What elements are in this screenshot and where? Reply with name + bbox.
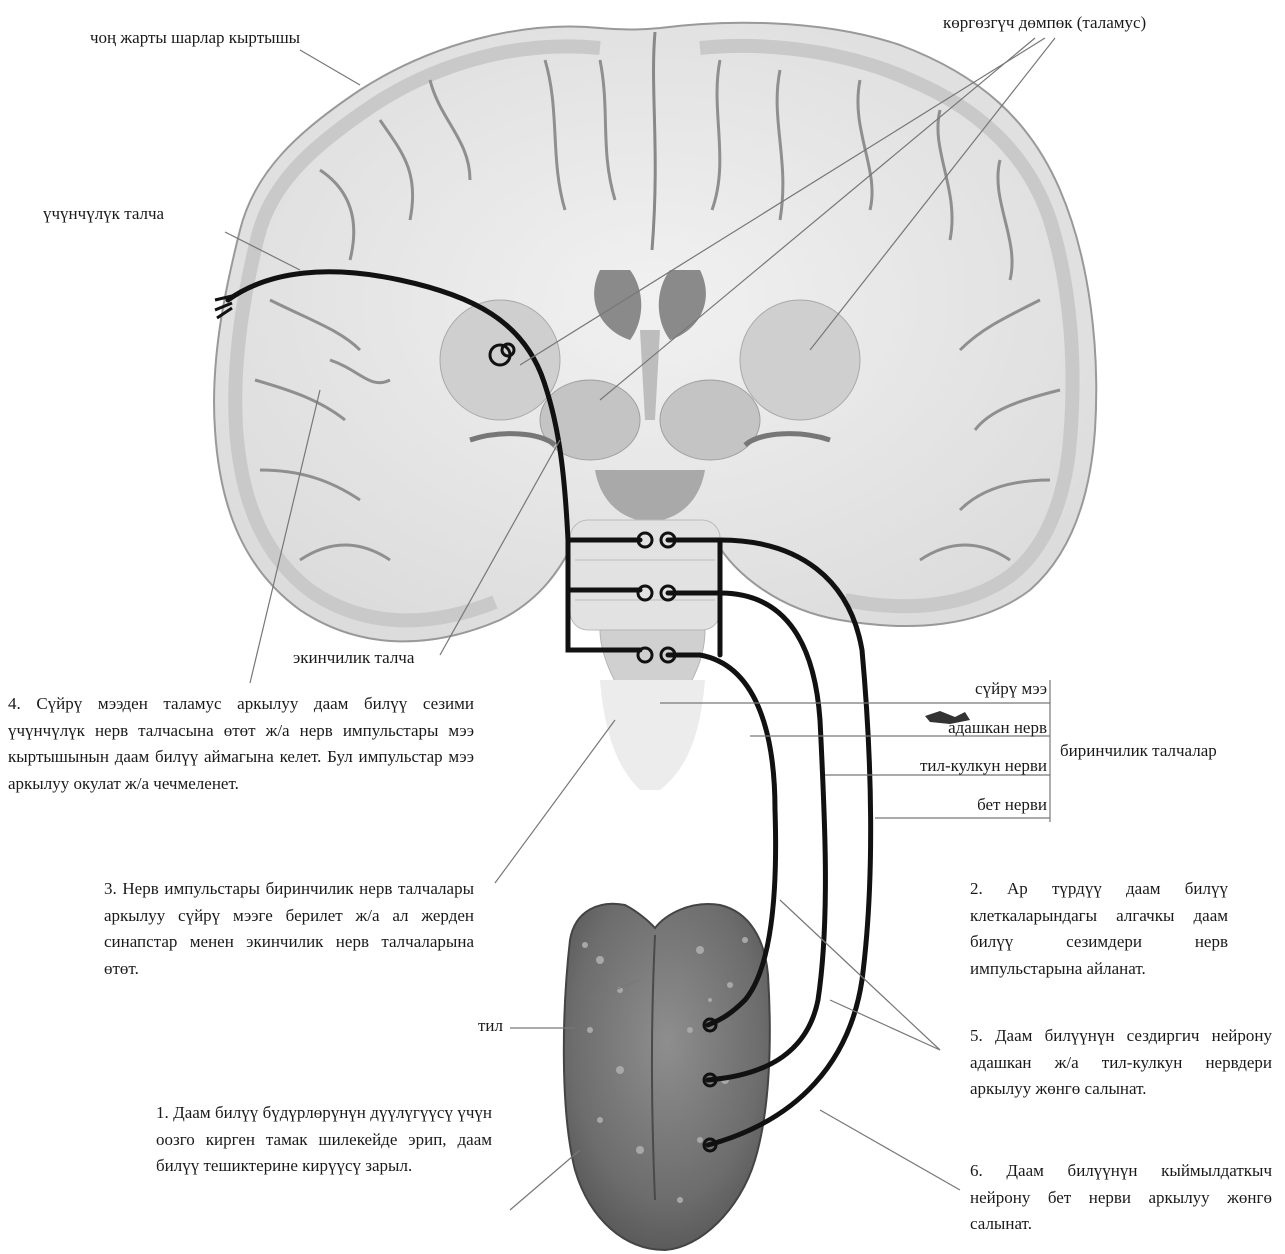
step-1-text: 1. Даам билүү бүдүрлөрүнүн дүүлүгүүсү үч… (156, 1100, 492, 1180)
glossopharyngeal-label: тил-кулкун нерви (920, 756, 1047, 776)
medulla-label: сүйрү мээ (975, 679, 1047, 699)
thalamus-label: көргөзгүч дөмпөк (таламус) (943, 12, 1146, 33)
tongue-label: тил (478, 1015, 503, 1036)
secondary-fiber-label: экинчилик талча (293, 647, 414, 668)
step-3-text: 3. Нерв импульстары биринчилик нерв талч… (104, 876, 474, 982)
facial-label: бет нерви (977, 795, 1047, 815)
vagus-label: адашкан нерв (948, 718, 1047, 738)
cortex-label: чоң жарты шарлар кыртышы (90, 27, 300, 48)
step-5-text: 5. Даам билүүнүн сездиргич нейрону адашк… (970, 1023, 1272, 1103)
brain-section (214, 23, 1096, 790)
tertiary-fiber-label: үчүнчүлүк талча (43, 203, 164, 224)
step-2-text: 2. Ар түрдүү даам билүү клеткаларындагы … (970, 876, 1228, 982)
step-4-text: 4. Сүйрү мээден таламус аркылуу даам бил… (8, 691, 474, 797)
step-6-text: 6. Даам билүүнүн кыймылдаткыч нейрону бе… (970, 1158, 1272, 1238)
primary-fibers-label: биринчилик талчалар (1060, 740, 1217, 761)
